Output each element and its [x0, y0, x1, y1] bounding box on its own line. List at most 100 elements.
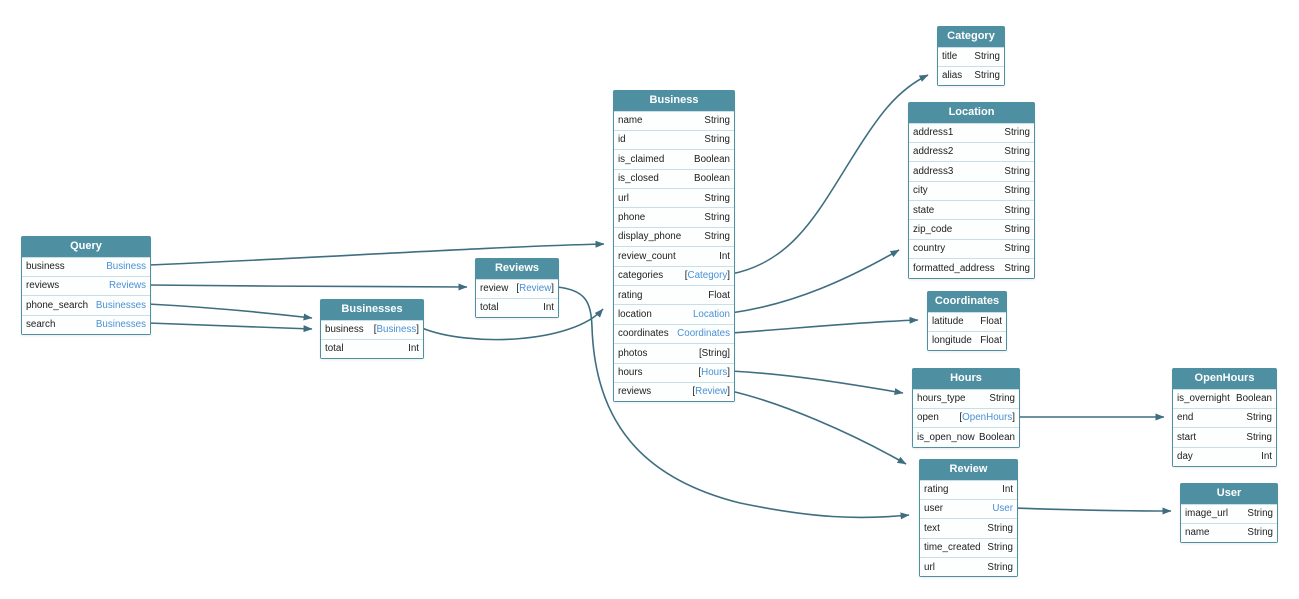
type-node-title-Location[interactable]: Location: [909, 103, 1034, 123]
type-node-title-OpenHours[interactable]: OpenHours: [1173, 369, 1276, 389]
type-node-title-Hours[interactable]: Hours: [913, 369, 1019, 389]
type-node-title-Review[interactable]: Review: [920, 460, 1017, 480]
type-name: Float: [980, 316, 1002, 327]
type-node-title-Category[interactable]: Category: [938, 27, 1004, 47]
type-name[interactable]: Review: [695, 386, 728, 398]
field-type-link[interactable]: Coordinates: [677, 324, 730, 343]
type-name[interactable]: Businesses: [95, 299, 146, 311]
edge-Query.reviews-to-Reviews: [147, 283, 468, 291]
type-node-title-Reviews[interactable]: Reviews: [476, 259, 558, 279]
field-type-link[interactable]: Businesses: [96, 296, 146, 315]
type-node-title-Coordinates[interactable]: Coordinates: [928, 292, 1006, 312]
type-name[interactable]: Business: [106, 261, 146, 272]
type-name[interactable]: Businesses: [95, 319, 146, 331]
field-type-link[interactable]: [Category]: [685, 266, 730, 285]
type-name[interactable]: User: [992, 503, 1013, 515]
field-row-Businesses-business[interactable]: business[Business]: [321, 319, 423, 339]
field-row-Business-reviews[interactable]: reviews[Review]: [614, 381, 734, 402]
type-node-title-User[interactable]: User: [1181, 484, 1277, 504]
type-node-title-Business[interactable]: Business: [614, 91, 734, 111]
field-type-link[interactable]: [Business]: [374, 320, 419, 339]
field-row-Business-categories[interactable]: categories[Category]: [614, 265, 734, 286]
field-type-link[interactable]: [Review]: [692, 382, 730, 401]
field-type-link[interactable]: Reviews: [109, 276, 146, 295]
field-type-link[interactable]: Businesses: [96, 315, 146, 334]
type-name[interactable]: Hours: [701, 367, 728, 379]
type-name[interactable]: Reviews: [108, 280, 146, 292]
type-node-title-Businesses[interactable]: Businesses: [321, 300, 423, 320]
field-type-link[interactable]: [Review]: [516, 279, 554, 298]
field-row-Reviews-review[interactable]: review[Review]: [476, 278, 558, 298]
type-node-title-Query[interactable]: Query: [22, 237, 150, 257]
field-type-link[interactable]: User: [992, 499, 1013, 518]
type-name[interactable]: OpenHours: [962, 412, 1013, 424]
field-row-Business-hours[interactable]: hours[Hours]: [614, 362, 734, 382]
type-name[interactable]: Location: [692, 308, 730, 320]
type-name[interactable]: Business: [376, 324, 417, 335]
close-bracket: ]: [1012, 412, 1015, 424]
type-name[interactable]: Coordinates: [677, 328, 730, 340]
type-name[interactable]: Review: [519, 283, 552, 294]
field-row-Hours-open[interactable]: open[OpenHours]: [913, 407, 1019, 428]
type-name[interactable]: Category: [687, 270, 728, 282]
field-type-link[interactable]: [OpenHours]: [959, 408, 1015, 427]
field-row-Business-photos[interactable]: photos[String]: [614, 343, 734, 363]
field-type-link[interactable]: Business: [106, 257, 146, 276]
field-type-link[interactable]: Location: [693, 305, 730, 324]
field-type-link[interactable]: [Hours]: [698, 363, 730, 382]
